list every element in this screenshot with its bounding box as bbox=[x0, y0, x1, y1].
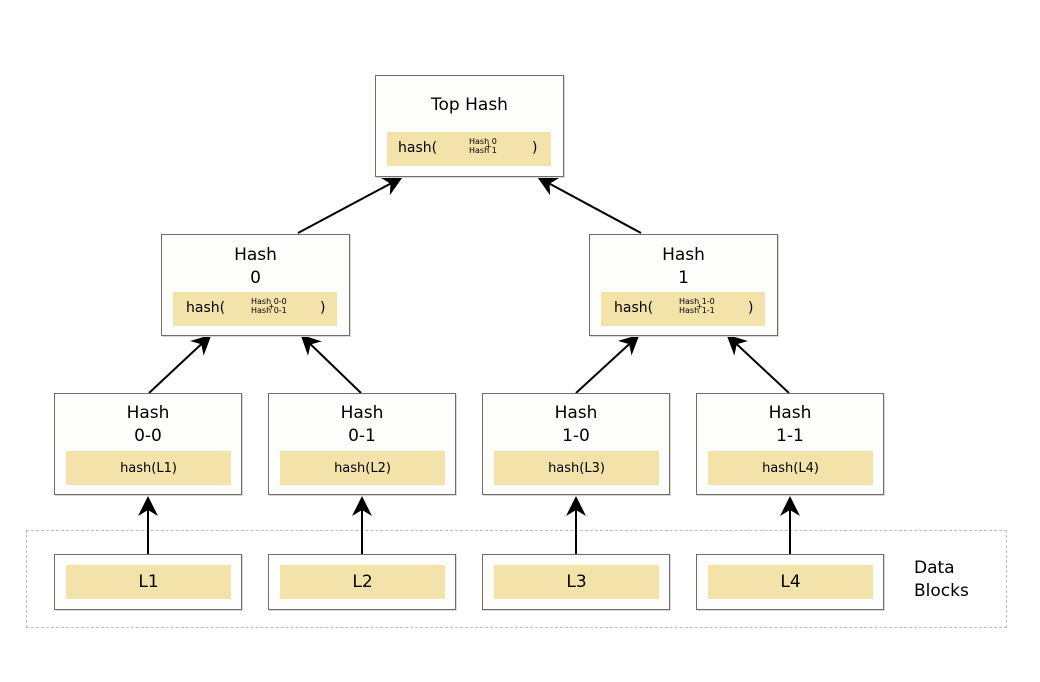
hash-1-0-title-line2: 1-0 bbox=[562, 426, 590, 446]
hash-0-0-formula-text: hash(L1) bbox=[120, 460, 177, 476]
hash-1-0-formula: hash(L3) bbox=[494, 451, 659, 485]
data-block-l3-label: L3 bbox=[566, 572, 587, 592]
hash-1-1-formula: hash(L4) bbox=[708, 451, 873, 485]
top-hash-args: Hash 0 Hash 1 bbox=[469, 137, 497, 155]
data-block-l3: L3 bbox=[482, 554, 670, 610]
edge-hash00-to-hash0 bbox=[148, 334, 212, 394]
edge-hash0-to-tophash bbox=[297, 177, 403, 234]
edge-hash01-to-hash0 bbox=[300, 334, 362, 394]
top-hash-arg2: Hash 1 bbox=[469, 146, 497, 155]
data-block-l1: L1 bbox=[54, 554, 242, 610]
hash-1-1-node: Hash 1-1 hash(L4) bbox=[696, 393, 884, 495]
data-block-l2-fill: L2 bbox=[280, 565, 445, 599]
hash-1-0-node: Hash 1-0 hash(L3) bbox=[482, 393, 670, 495]
edge-hash11-to-hash1 bbox=[726, 334, 790, 394]
top-hash-fn: hash( bbox=[398, 140, 438, 156]
hash-1-0-title-line1: Hash bbox=[554, 403, 598, 423]
hash-1-fn: hash( bbox=[614, 300, 654, 316]
top-hash-close: ) bbox=[532, 140, 538, 156]
hash-1-plus: + bbox=[696, 302, 703, 311]
hash-0-0-title: Hash 0-0 bbox=[55, 402, 241, 448]
hash-0-node: Hash 0 hash( Hash 0-0 Hash 0-1 + ) bbox=[161, 234, 350, 336]
hash-0-title-line1: Hash bbox=[234, 245, 277, 265]
hash-1-close: ) bbox=[748, 300, 754, 316]
data-block-l4-fill: L4 bbox=[708, 565, 873, 599]
data-block-l4: L4 bbox=[696, 554, 884, 610]
hash-1-args: Hash 1-0 Hash 1-1 bbox=[679, 297, 715, 315]
hash-1-formula: hash( Hash 1-0 Hash 1-1 + ) bbox=[601, 292, 765, 326]
hash-0-0-title-line2: 0-0 bbox=[134, 426, 162, 446]
data-blocks-label-line1: Data bbox=[914, 558, 955, 578]
hash-1-0-title: Hash 1-0 bbox=[483, 402, 669, 448]
hash-0-arg2: Hash 0-1 bbox=[251, 306, 287, 315]
edge-hash1-to-tophash bbox=[537, 177, 642, 234]
hash-0-1-formula: hash(L2) bbox=[280, 451, 445, 485]
data-block-l1-fill: L1 bbox=[66, 565, 231, 599]
top-hash-arg1: Hash 0 bbox=[469, 137, 497, 146]
hash-1-1-title: Hash 1-1 bbox=[697, 402, 883, 448]
hash-0-1-title-line1: Hash bbox=[340, 403, 384, 423]
hash-1-arg2: Hash 1-1 bbox=[679, 306, 715, 315]
hash-0-1-title: Hash 0-1 bbox=[269, 402, 455, 448]
hash-1-1-title-line2: 1-1 bbox=[776, 426, 804, 446]
data-block-l4-label: L4 bbox=[780, 572, 801, 592]
hash-1-arg1: Hash 1-0 bbox=[679, 297, 715, 306]
hash-0-fn: hash( bbox=[186, 300, 226, 316]
hash-0-1-title-line2: 0-1 bbox=[348, 426, 376, 446]
hash-0-plus: + bbox=[268, 302, 275, 311]
hash-0-0-node: Hash 0-0 hash(L1) bbox=[54, 393, 242, 495]
hash-1-1-title-line1: Hash bbox=[768, 403, 812, 423]
top-hash-title: Top Hash bbox=[431, 95, 508, 115]
data-block-l2: L2 bbox=[268, 554, 456, 610]
hash-0-args: Hash 0-0 Hash 0-1 bbox=[251, 297, 287, 315]
top-hash-formula: hash( Hash 0 Hash 1 + ) bbox=[387, 132, 551, 166]
edge-hash10-to-hash1 bbox=[575, 334, 640, 394]
hash-0-1-formula-text: hash(L2) bbox=[334, 460, 391, 476]
hash-0-title-line2: 0 bbox=[250, 268, 261, 288]
hash-0-1-node: Hash 0-1 hash(L2) bbox=[268, 393, 456, 495]
hash-0-0-formula: hash(L1) bbox=[66, 451, 231, 485]
hash-0-formula: hash( Hash 0-0 Hash 0-1 + ) bbox=[173, 292, 337, 326]
hash-0-title: Hash 0 bbox=[162, 244, 349, 290]
hash-1-title-line2: 1 bbox=[678, 268, 689, 288]
top-hash-node: Top Hash hash( Hash 0 Hash 1 + ) bbox=[375, 75, 564, 177]
hash-0-close: ) bbox=[320, 300, 326, 316]
data-block-l1-label: L1 bbox=[138, 572, 159, 592]
hash-1-title: Hash 1 bbox=[590, 244, 777, 290]
data-block-l3-fill: L3 bbox=[494, 565, 659, 599]
hash-0-0-title-line1: Hash bbox=[126, 403, 170, 423]
hash-1-0-formula-text: hash(L3) bbox=[548, 460, 605, 476]
top-hash-plus: + bbox=[485, 142, 492, 151]
data-block-l2-label: L2 bbox=[352, 572, 373, 592]
hash-1-node: Hash 1 hash( Hash 1-0 Hash 1-1 + ) bbox=[589, 234, 778, 336]
hash-1-title-line1: Hash bbox=[662, 245, 705, 265]
data-blocks-label: Data Blocks bbox=[914, 557, 969, 603]
data-blocks-label-line2: Blocks bbox=[914, 581, 969, 601]
hash-1-1-formula-text: hash(L4) bbox=[762, 460, 819, 476]
data-blocks-frame bbox=[26, 530, 1007, 628]
hash-0-arg1: Hash 0-0 bbox=[251, 297, 287, 306]
